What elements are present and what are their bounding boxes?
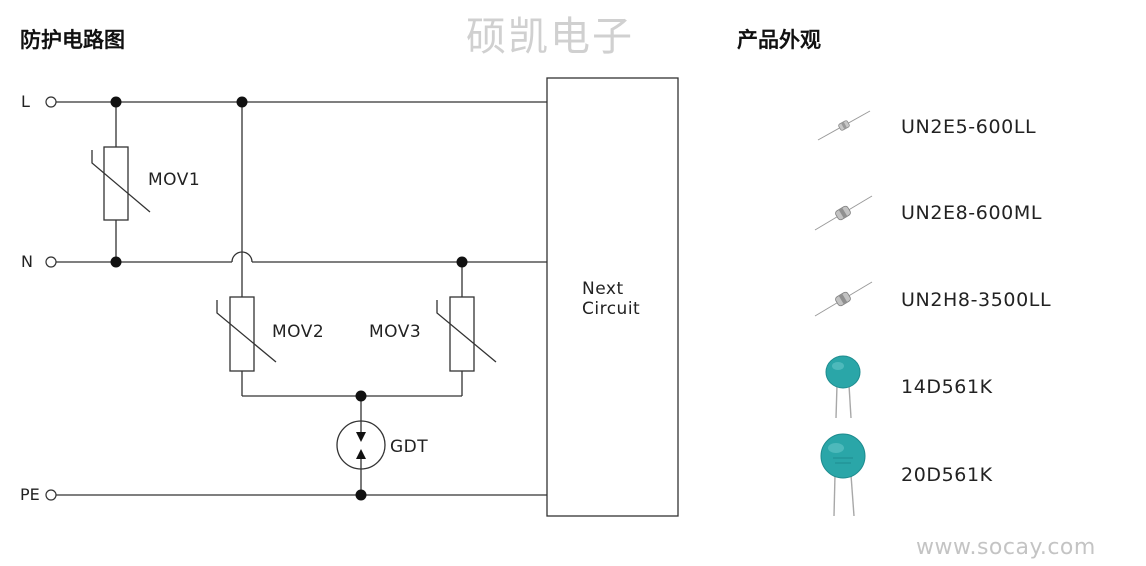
product-image-14d561k [825,355,861,419]
next-circuit-box [546,77,679,517]
product-image-20d561k [820,433,866,517]
product-name: 14D561K [901,376,993,398]
terminal-pe [45,489,57,501]
product-name: UN2E8-600ML [901,202,1043,224]
mov3-symbol [436,296,497,372]
gdt-symbol [336,420,386,470]
mov2-label: MOV2 [272,322,325,342]
product-image-un2h8 [814,281,873,317]
website-watermark: www.socay.com [916,535,1096,560]
appearance-heading: 产品外观 [737,28,821,52]
product-name: UN2E5-600LL [901,116,1037,138]
terminal-n [45,256,57,268]
mov2-symbol [216,296,277,372]
junction-dot [110,96,122,108]
terminal-l [45,96,57,108]
terminal-n-label: N [21,252,33,271]
mov1-symbol [91,146,151,221]
junction-dot [355,390,367,402]
terminal-pe-label: PE [20,485,40,504]
product-image-un2e5 [817,110,871,141]
mov3-label: MOV3 [369,322,422,342]
circuit-heading: 防护电路图 [20,28,125,52]
product-image-un2e8 [814,195,873,231]
junction-dot [355,489,367,501]
product-name: UN2H8-3500LL [901,289,1052,311]
junction-dot [236,96,248,108]
next-circuit-line2: Circuit [582,299,641,319]
junction-dot [456,256,468,268]
product-name: 20D561K [901,464,993,486]
next-circuit-label: Next Circuit [582,279,640,319]
junction-dot [110,256,122,268]
gdt-label: GDT [390,437,429,457]
mov1-label: MOV1 [148,170,201,190]
brand-watermark: 硕凯电子 [466,14,634,60]
next-circuit-line1: Next [582,279,624,299]
terminal-l-label: L [21,92,30,111]
